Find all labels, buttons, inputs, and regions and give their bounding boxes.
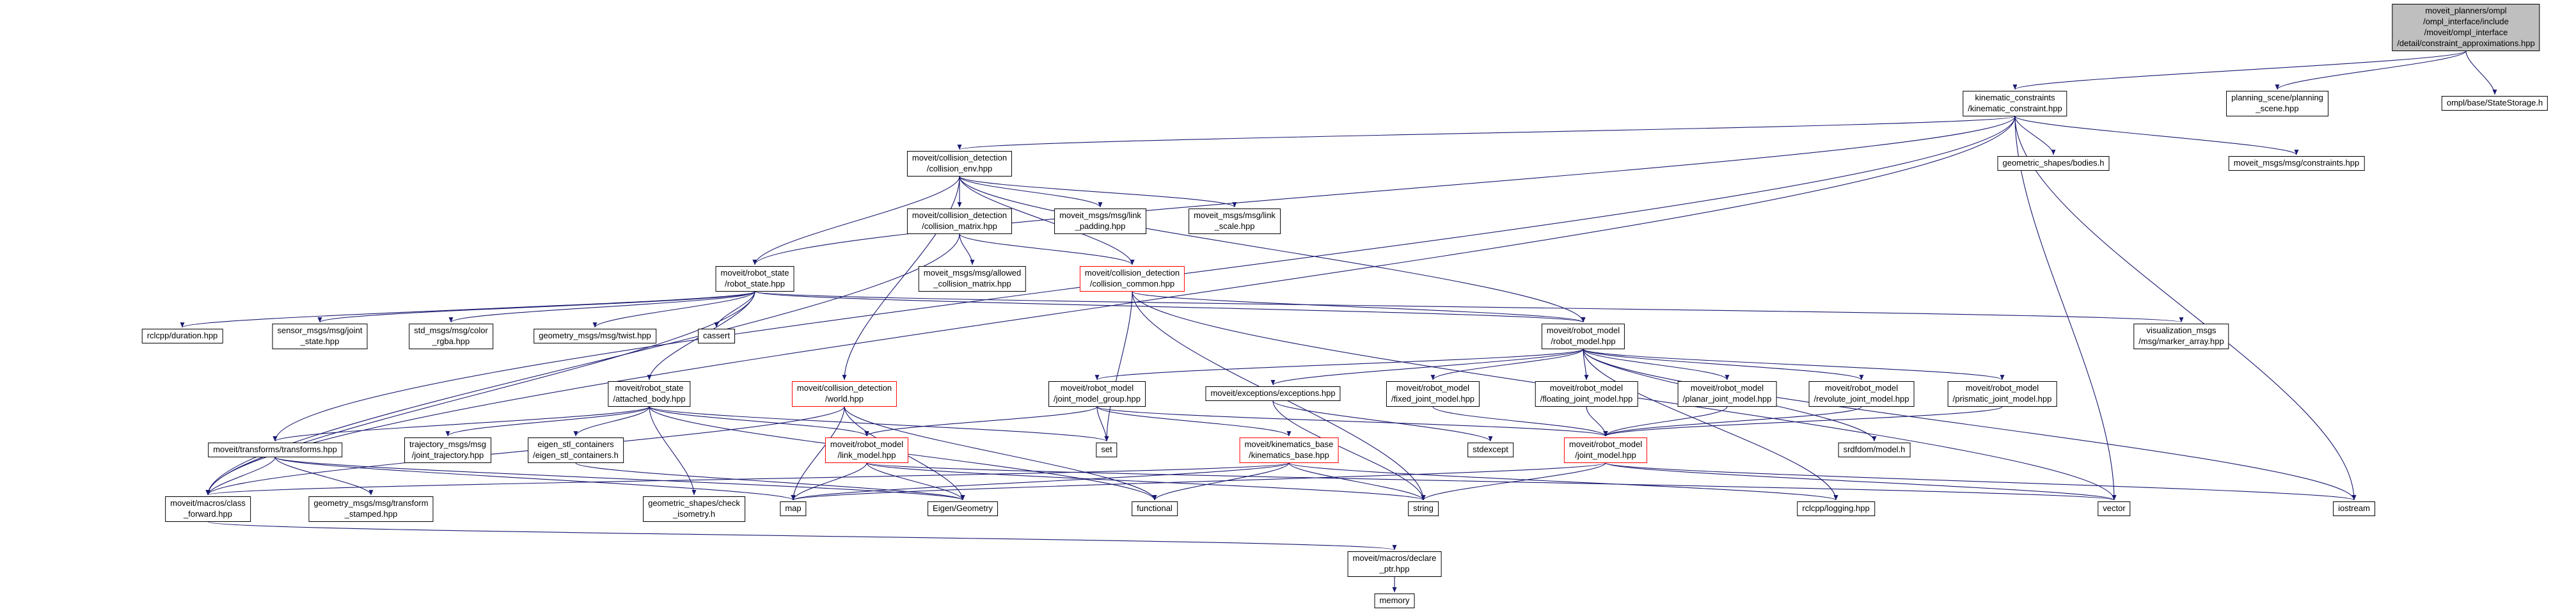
node-kinematics-base-hpp[interactable]: moveit/kinematics_base /kinematics_base.… [1239,437,1339,463]
node-eigen-geometry: Eigen/Geometry [928,501,998,516]
node-srdfdom-model-h: srdfdom/model.h [1838,443,1911,457]
node-transforms-hpp[interactable]: moveit/transforms/transforms.hpp [208,443,342,457]
node-memory: memory [1374,594,1415,608]
node-iostream: iostream [2333,501,2375,516]
node-set: set [1096,443,1118,457]
node-rclcpp-logging-hpp: rclcpp/logging.hpp [1797,501,1875,516]
node-robot-model-hpp[interactable]: moveit/robot_model /robot_model.hpp [1541,324,1625,349]
node-collision-common-hpp[interactable]: moveit/collision_detection /collision_co… [1079,266,1185,292]
node-exceptions-hpp[interactable]: moveit/exceptions/exceptions.hpp [1205,386,1341,401]
node-rclcpp-duration-hpp: rclcpp/duration.hpp [141,329,223,343]
node-transform-stamped-msg-hpp: geometry_msgs/msg/transform _stamped.hpp [308,496,434,522]
node-cassert: cassert [698,329,735,343]
node-collision-matrix-hpp[interactable]: moveit/collision_detection /collision_ma… [906,209,1013,234]
node-attached-body-hpp[interactable]: moveit/robot_state /attached_body.hpp [608,381,691,407]
node-revolute-joint-model-hpp[interactable]: moveit/robot_model /revolute_joint_model… [1808,381,1915,407]
node-prismatic-joint-model-hpp[interactable]: moveit/robot_model /prismatic_joint_mode… [1947,381,2057,407]
node-collision-env-hpp[interactable]: moveit/collision_detection /collision_en… [906,151,1013,177]
node-joint-model-group-hpp[interactable]: moveit/robot_model /joint_model_group.hp… [1048,381,1146,407]
node-constraint-approximations-hpp: moveit_planners/ompl /ompl_interface/inc… [2392,4,2540,51]
node-link-scale-msg-hpp: moveit_msgs/msg/link _scale.hpp [1189,209,1281,234]
node-functional: functional [1132,501,1178,516]
node-twist-msg-hpp: geometry_msgs/msg/twist.hpp [533,329,656,343]
node-eigen-stl-containers-h: eigen_stl_containers /eigen_stl_containe… [528,437,624,463]
node-color-rgba-msg-hpp: std_msgs/msg/color _rgba.hpp [409,324,493,349]
node-planning-scene-hpp[interactable]: planning_scene/planning _scene.hpp [2226,91,2328,116]
node-planar-joint-model-hpp[interactable]: moveit/robot_model /planar_joint_model.h… [1677,381,1777,407]
node-robot-state-hpp[interactable]: moveit/robot_state /robot_state.hpp [715,266,794,292]
node-string: string [1408,501,1439,516]
node-declare-ptr-hpp[interactable]: moveit/macros/declare _ptr.hpp [1347,551,1442,577]
node-link-padding-msg-hpp: moveit_msgs/msg/link _padding.hpp [1054,209,1146,234]
node-joint-model-hpp[interactable]: moveit/robot_model /joint_model.hpp [1563,437,1648,463]
node-joint-trajectory-msg-hpp: trajectory_msgs/msg /joint_trajectory.hp… [404,437,491,463]
node-fixed-joint-model-hpp[interactable]: moveit/robot_model /fixed_joint_model.hp… [1386,381,1480,407]
node-allowed-collision-matrix-msg: moveit_msgs/msg/allowed _collision_matri… [918,266,1027,292]
node-map: map [780,501,807,516]
node-marker-array-msg-hpp: visualization_msgs /msg/marker_array.hpp [2133,324,2229,349]
node-class-forward-hpp[interactable]: moveit/macros/class _forward.hpp [165,496,251,522]
node-constraints-msg-hpp: moveit_msgs/msg/constraints.hpp [2228,156,2365,171]
node-collision-world-hpp[interactable]: moveit/collision_detection /world.hpp [791,381,897,407]
node-kinematic-constraint-hpp[interactable]: kinematic_constraints /kinematic_constra… [1963,91,2067,116]
node-vector: vector [2098,501,2131,516]
node-ompl-state-storage-h: ompl/base/StateStorage.h [2441,96,2548,111]
node-stdexcept: stdexcept [1467,443,1513,457]
node-link-model-hpp[interactable]: moveit/robot_model /link_model.hpp [825,437,909,463]
node-check-isometry-h: geometric_shapes/check _isometry.h [643,496,745,522]
node-floating-joint-model-hpp[interactable]: moveit/robot_model /floating_joint_model… [1535,381,1638,407]
node-geometric-shapes-bodies-h: geometric_shapes/bodies.h [1997,156,2110,171]
node-joint-state-msg-hpp: sensor_msgs/msg/joint _state.hpp [272,324,368,349]
